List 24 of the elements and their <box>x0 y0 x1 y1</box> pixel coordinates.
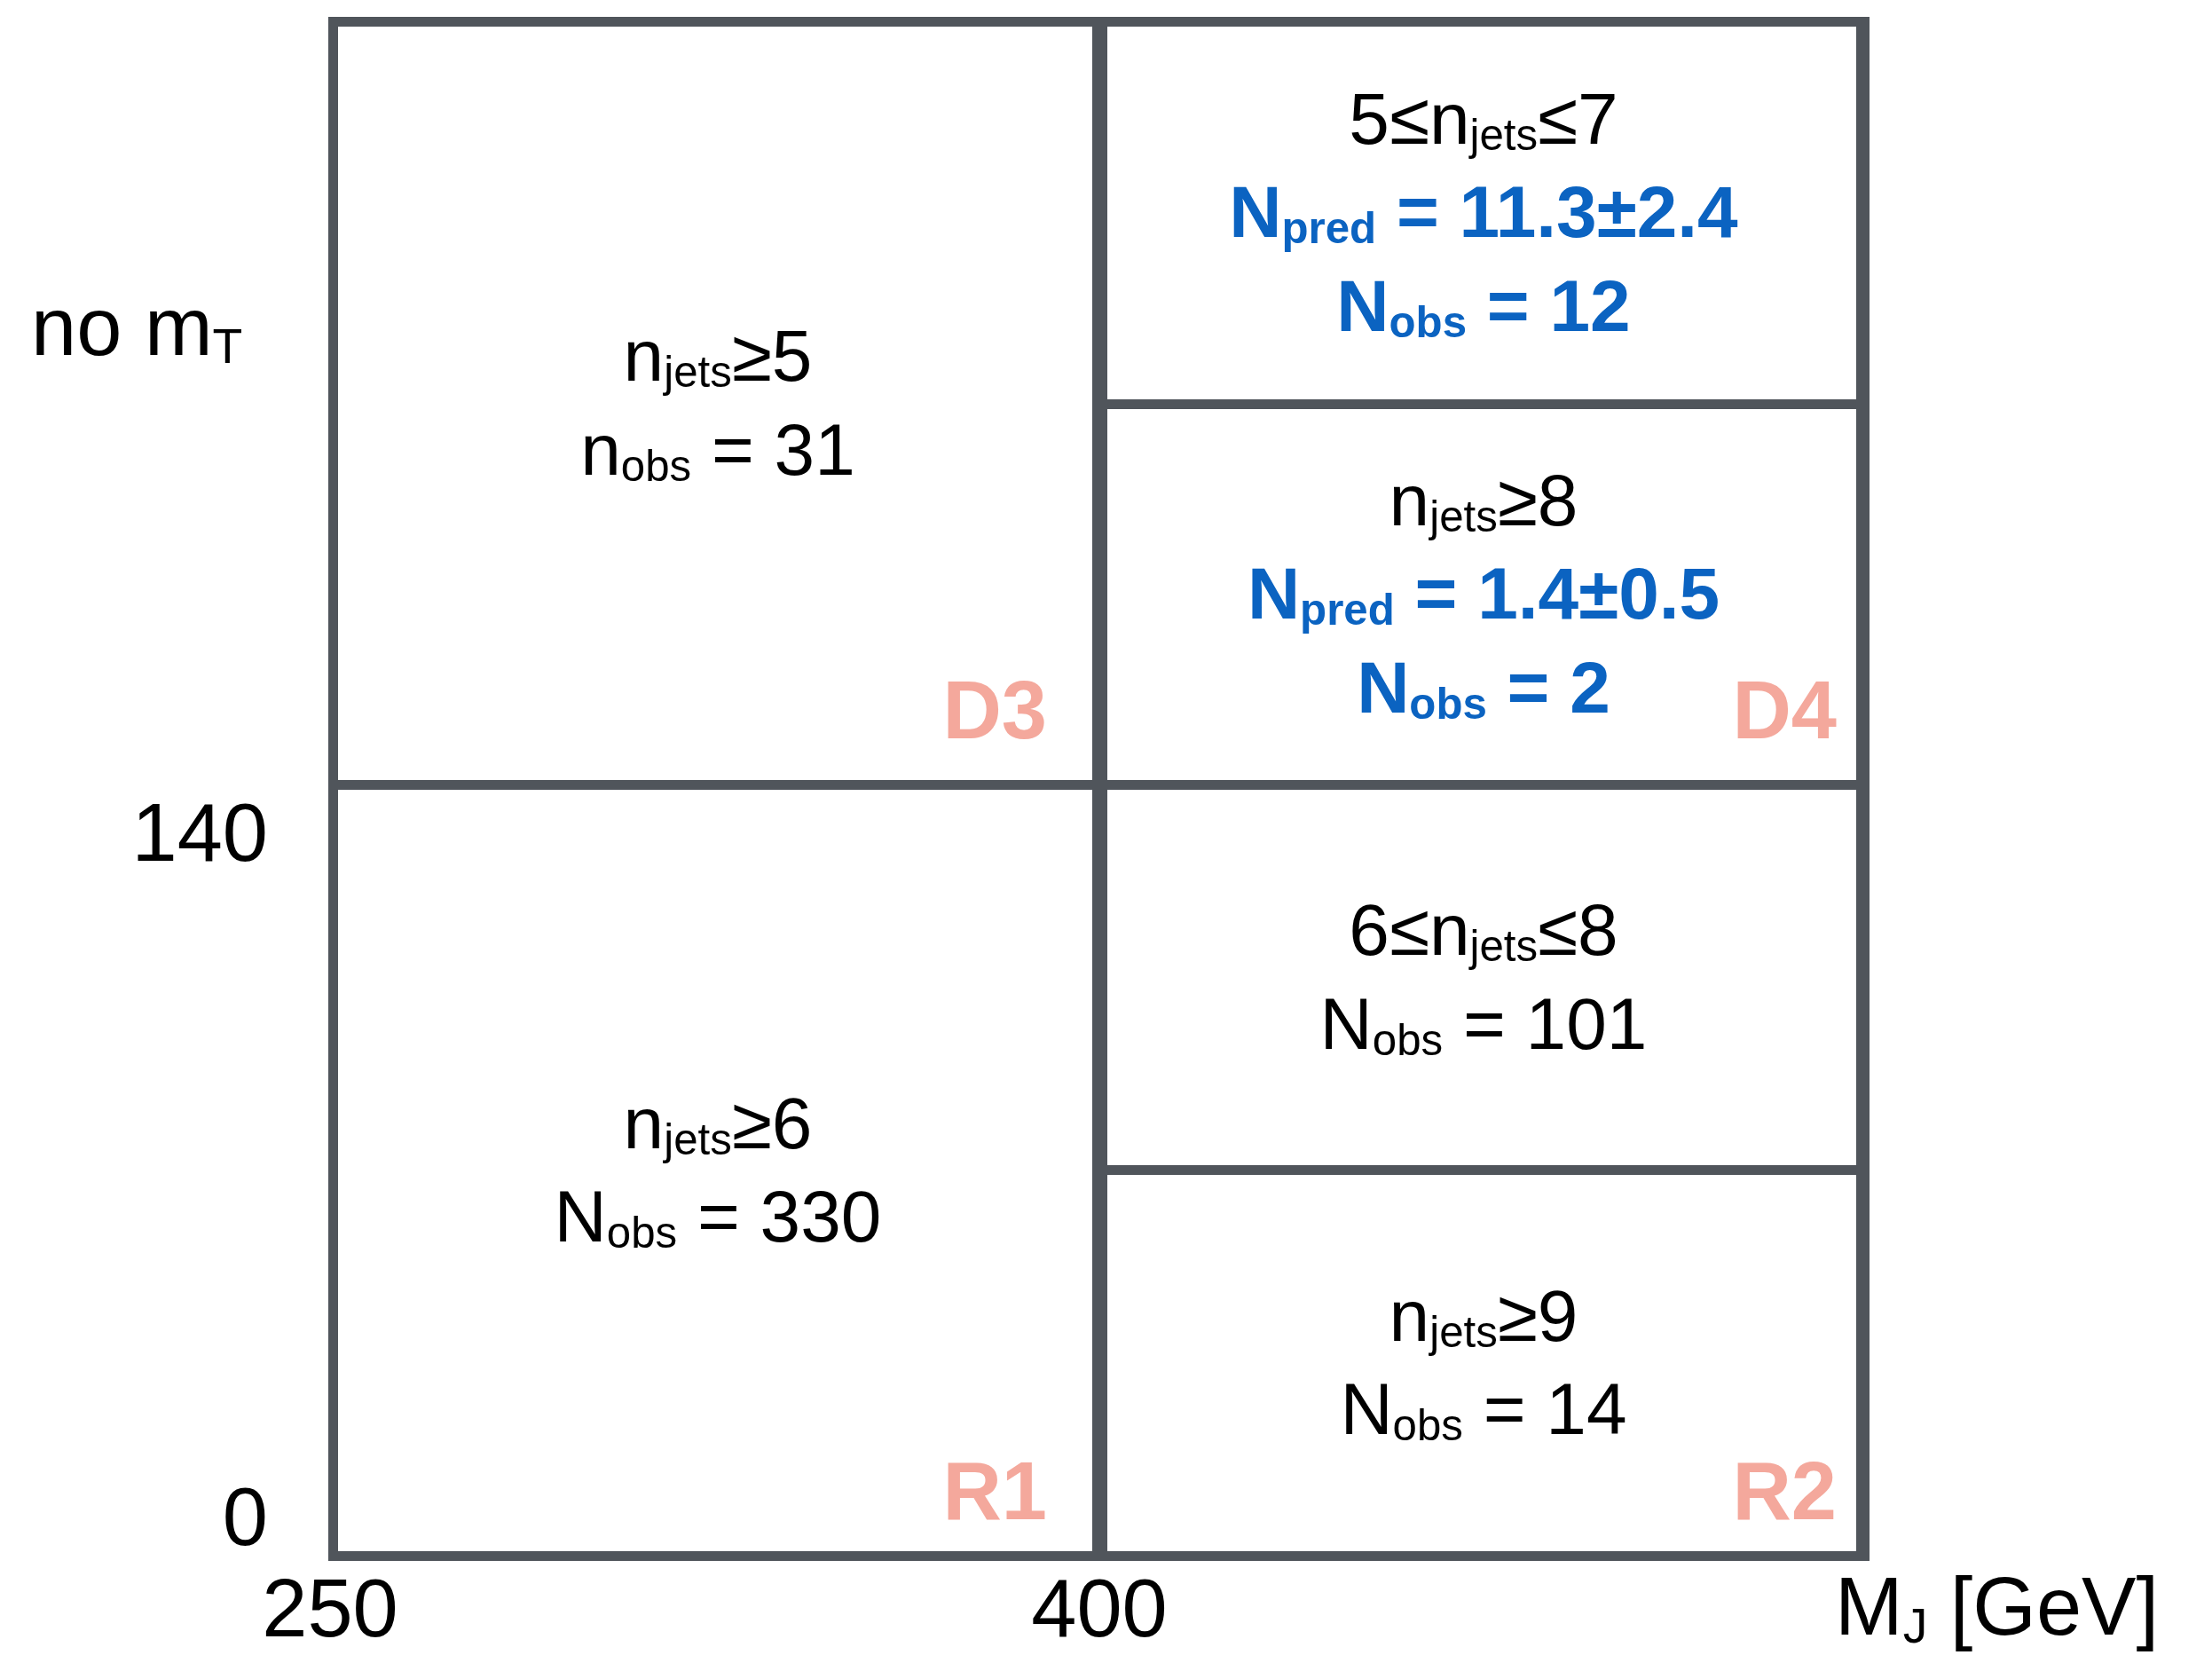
axis-title: no m$_{T}$ <box>31 286 243 371</box>
tick-label: 140 <box>131 792 268 873</box>
region-label: R2 <box>1732 1450 1837 1532</box>
count-label: N$_{obs}$ = 330 <box>554 1178 882 1257</box>
region-label: D3 <box>942 669 1047 751</box>
region-label: R1 <box>942 1450 1047 1532</box>
cut-label: n$_{jets}$≥8 <box>1389 462 1578 540</box>
tick-label: 400 <box>1031 1567 1168 1649</box>
tick-label: 250 <box>262 1567 398 1649</box>
cut-label: n$_{jets}$≥5 <box>623 318 813 396</box>
count-label: N$_{obs}$ = 2 <box>1357 649 1610 727</box>
count-label: N$_{pred}$ = 11.3±2.4 <box>1229 174 1738 252</box>
cut-label: 5≤n$_{jets}$≤7 <box>1349 81 1618 159</box>
cut-label: n$_{jets}$≥6 <box>623 1084 813 1162</box>
tick-label: 0 <box>222 1476 268 1557</box>
count-label: N$_{pred}$ = 1.4±0.5 <box>1247 556 1720 634</box>
region-label: D4 <box>1732 669 1837 751</box>
cut-label: 6≤n$_{jets}$≤8 <box>1349 892 1618 970</box>
count-label: N$_{obs}$ = 12 <box>1336 267 1631 345</box>
count-label: N$_{obs}$ = 14 <box>1340 1371 1627 1449</box>
cut-label: n$_{jets}$≥9 <box>1389 1277 1578 1355</box>
count-label: N$_{obs}$ = 101 <box>1319 985 1648 1063</box>
count-label: n$_{obs}$ = 31 <box>580 411 855 489</box>
axis-title: M$_{J}$ [GeV] <box>1835 1565 2159 1651</box>
